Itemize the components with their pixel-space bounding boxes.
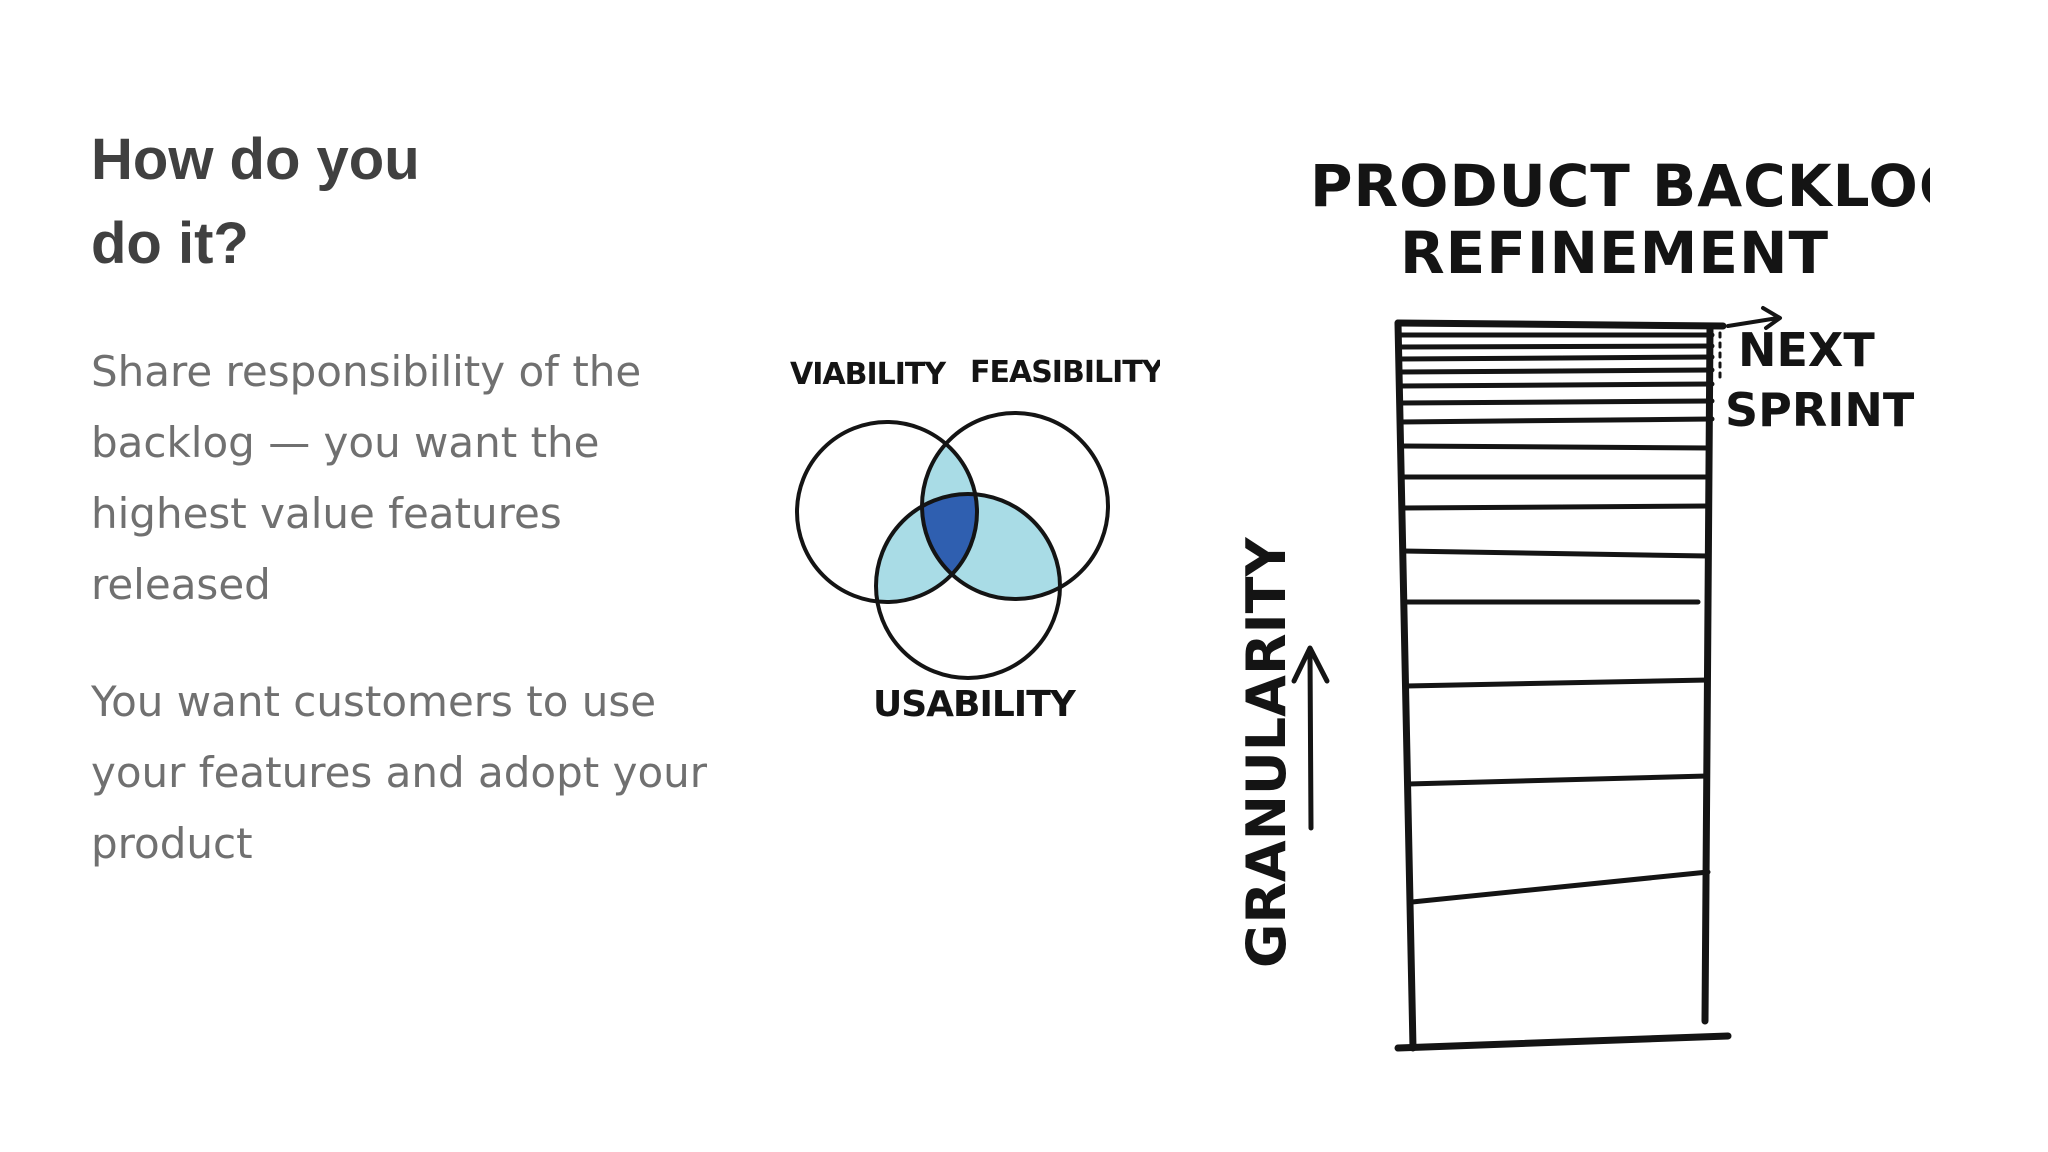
backlog-item-line [1396,343,1715,350]
next-sprint-arrow [1718,306,1782,380]
backlog-item-line [1403,677,1711,689]
granularity-arrow-shaft [1307,650,1314,831]
body-paragraph-responsibility: Share responsibility of the backlog — yo… [91,347,642,609]
backlog-column-right-edge [1701,324,1714,1025]
backlog-item-line [1409,869,1711,905]
next-sprint-arrow-head [1761,306,1782,330]
slide-title-line-2: do it? [91,211,249,276]
backlog-column-bottom-edge [1394,1032,1732,1052]
backlog-item-line [1399,503,1711,511]
backlog-item-line [1400,548,1711,559]
slide-body: Share responsibility of the backlog — yo… [91,336,731,925]
venn-label-usability: USABILITY [873,684,1077,725]
backlog-title-line-1: PRODUCT BACKLOG [1310,152,1930,220]
backlog-item-line [1398,443,1713,451]
backlog-item-line [1397,416,1715,425]
next-sprint-label-line-2: SPRINT [1725,383,1915,437]
backlog-title-line-2: REFINEMENT [1400,219,1829,287]
venn-diagram: VIABILITY FEASIBILITY USABILITY [790,355,1160,725]
slide-title: How do you do it? [91,118,651,286]
next-sprint-label-line-1: NEXT [1738,323,1875,377]
venn-label-viability: VIABILITY [790,357,947,392]
backlog-item-line [1397,398,1715,406]
backlog-column [1394,319,1732,1052]
venn-circle-usability [874,492,1062,680]
slide-title-line-1: How do you [91,127,420,192]
venn-label-feasibility: FEASIBILITY [970,355,1160,390]
granularity-arrow [1291,645,1330,831]
backlog-item-line [1396,354,1715,362]
next-sprint-arrow-shaft [1726,316,1780,328]
backlog-column-top-edge [1394,319,1727,330]
backlog-diagram: PRODUCT BACKLOG REFINEMENT [1235,152,1930,1052]
granularity-label: GRANULARITY [1235,537,1298,968]
body-paragraph-adoption: You want customers to use your features … [91,677,708,868]
backlog-item-line [1397,381,1715,389]
backlog-item-line [1396,367,1715,375]
backlog-item-line [1405,773,1710,787]
venn-circle-viability [795,420,979,604]
granularity-arrow-head [1291,645,1330,684]
